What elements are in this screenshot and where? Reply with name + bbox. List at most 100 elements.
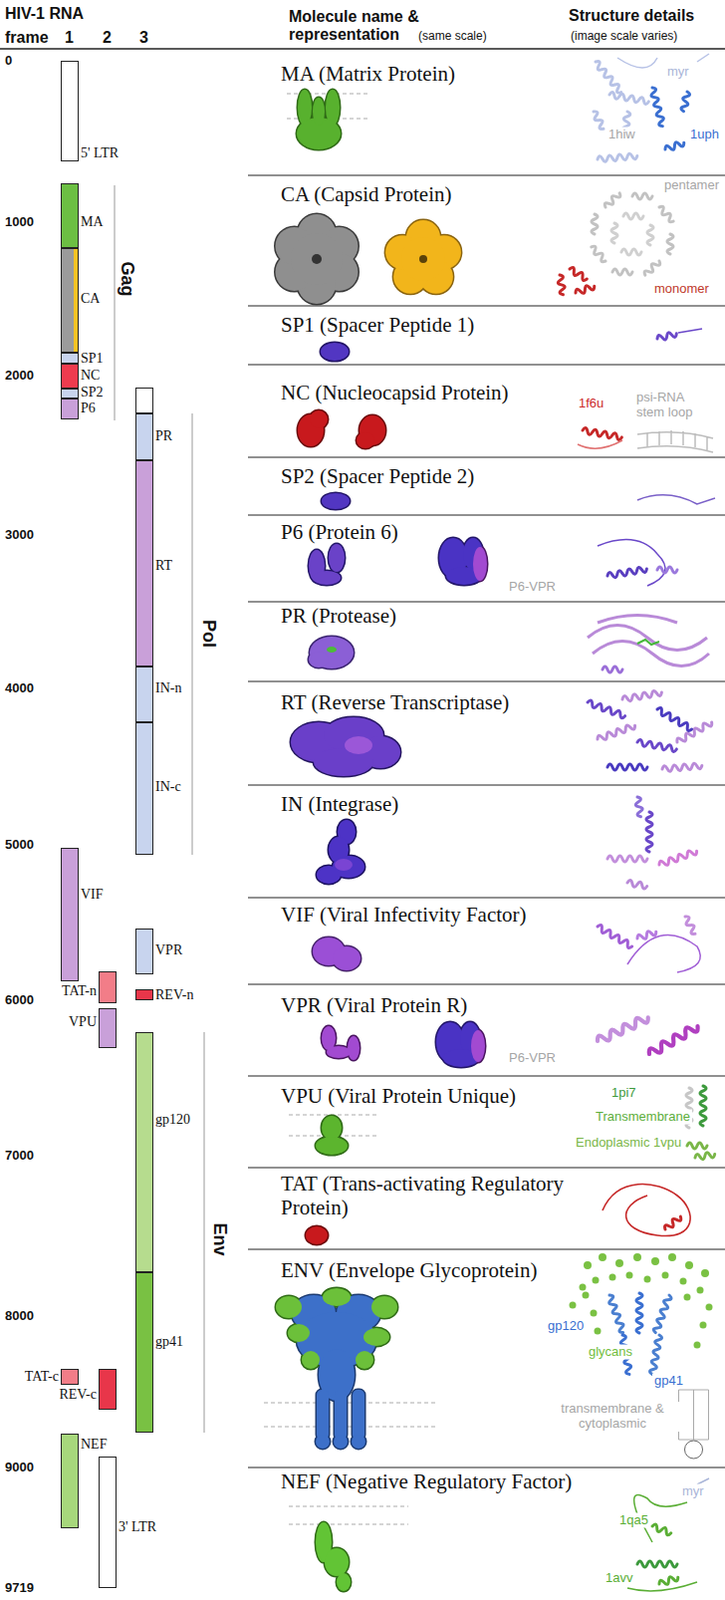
- molecule-name: NEF (Negative Regulatory Factor): [280, 1468, 572, 1493]
- structure-annotation: Transmembrane: [593, 1109, 693, 1125]
- rule-line: [247, 1075, 725, 1077]
- group-bracket: [192, 413, 194, 855]
- gene-label: NEF: [80, 1437, 107, 1451]
- rule-line: [247, 897, 725, 899]
- gene-box: VPU: [98, 1007, 117, 1048]
- structure-ribbon: [653, 1293, 673, 1334]
- structure-ribbon: [633, 1252, 642, 1261]
- rule-line: [247, 601, 725, 603]
- structure-ribbon: [602, 666, 623, 673]
- molecule-blob: [321, 492, 350, 509]
- rule-line: [247, 983, 725, 985]
- structure-ribbon: [596, 723, 637, 742]
- structure-annotation: transmembrane & cytoplasmic: [545, 1401, 680, 1432]
- structure-ribbon: [687, 1142, 708, 1149]
- axis-number: 9000: [4, 1459, 34, 1475]
- molecule-blob: [315, 1115, 348, 1155]
- structure-ribbon: [587, 615, 710, 667]
- gene-label: REV-n: [155, 987, 194, 1002]
- structure-ribbon: [556, 53, 716, 1591]
- molecule-blob: [334, 858, 353, 871]
- structure-ribbon: [626, 1271, 634, 1279]
- molecule-blob: [297, 410, 328, 447]
- molecule-blob: [275, 214, 359, 304]
- gene-label: IN-c: [155, 779, 182, 794]
- structure-annotation: P6-VPR: [506, 579, 558, 595]
- structure-ribbon: [582, 1291, 590, 1299]
- structure-ribbon: [679, 1389, 710, 1440]
- molecule-blob: [321, 1025, 360, 1060]
- structure-ribbon: [595, 1013, 650, 1045]
- structure-ribbon: [617, 57, 658, 68]
- molecule-blob: [291, 1294, 381, 1449]
- molecule-blob: [473, 546, 487, 581]
- structure-ribbon: [694, 1341, 702, 1349]
- structure-annotation: glycans: [586, 1344, 635, 1360]
- structure-annotation: myr: [680, 1483, 707, 1499]
- structure-ribbon: [636, 1292, 643, 1333]
- structure-ribbon: [701, 1268, 710, 1277]
- rule-line: [247, 1466, 725, 1468]
- structure-ribbon: [556, 273, 566, 295]
- axis-number: 0: [4, 53, 12, 69]
- axis-number: 1000: [4, 215, 34, 231]
- structure-ribbon: [700, 1085, 707, 1126]
- gene-box: SP2: [60, 388, 79, 399]
- gene-label: TAT-n: [61, 983, 97, 998]
- structure-ribbon: [668, 1252, 677, 1261]
- structure-ribbon: [606, 565, 647, 579]
- molecule-blob: [296, 89, 341, 150]
- structure-ribbon: [609, 1273, 617, 1281]
- molecule-blob: [290, 717, 401, 776]
- structure-annotation: gp120: [545, 1318, 586, 1334]
- gene-label: REV-c: [58, 1387, 97, 1402]
- structure-ribbon: [579, 1283, 587, 1291]
- structure-annotation: 1qa5: [617, 1512, 651, 1528]
- rule-line: [0, 48, 725, 1467]
- structure-ribbon: [663, 1213, 683, 1231]
- structure-annotation: pentamer: [662, 178, 722, 194]
- gene-box: IN-c: [135, 722, 154, 855]
- structure-ribbon: [598, 1252, 607, 1261]
- structure-ribbon: [591, 214, 598, 235]
- structure-ribbon: [594, 1327, 602, 1335]
- molecule-blob: [356, 415, 386, 449]
- structure-ribbon: [637, 639, 660, 645]
- structure-ribbon: [607, 763, 648, 770]
- molecule-name: TAT (Trans-activating Regulatory Protein…: [280, 1171, 600, 1219]
- rule-line: [247, 175, 725, 177]
- molecule-blob: [290, 717, 401, 776]
- gene-box: REV-n: [135, 988, 154, 1000]
- gene-box: MA: [60, 183, 79, 248]
- molecule-blob: [308, 543, 345, 585]
- molecule-blob: [275, 1287, 398, 1369]
- structure-ribbon: [597, 539, 666, 586]
- structure-annotation: 1f6u: [576, 396, 606, 412]
- structure-ribbon: [581, 427, 622, 441]
- structure-annotation: psi-RNA stem loop: [634, 390, 711, 421]
- molecule-name: CA (Capsid Protein): [280, 182, 453, 207]
- structure-ribbon: [649, 86, 666, 127]
- rule-line: [247, 305, 725, 307]
- structure-annotation: 1uph: [688, 127, 722, 143]
- molecule-name: VPR (Viral Protein R): [280, 992, 468, 1017]
- structure-ribbon: [676, 719, 715, 744]
- molecule-blob: [419, 254, 428, 263]
- header-text: 2: [102, 28, 112, 47]
- molecule-name: VIF (Viral Infectivity Factor): [280, 902, 527, 927]
- molecule-blob: [311, 253, 322, 264]
- header-text: 1: [64, 28, 74, 47]
- molecule-blob: [305, 1225, 328, 1244]
- structure-ribbon: [602, 1184, 691, 1236]
- gene-label: PR: [155, 429, 173, 444]
- structure-ribbon: [606, 1293, 626, 1334]
- structure-ribbon: [632, 193, 653, 200]
- structure-ribbon: [682, 915, 698, 936]
- structure-ribbon: [662, 762, 703, 772]
- gene-box: SP1: [60, 352, 79, 364]
- gene-label: 3' LTR: [118, 1519, 157, 1534]
- molecule-blob: [291, 1294, 381, 1449]
- molecule-blob: [308, 636, 354, 669]
- gene-label: VPU: [68, 1014, 97, 1029]
- structure-ribbon: [621, 248, 642, 255]
